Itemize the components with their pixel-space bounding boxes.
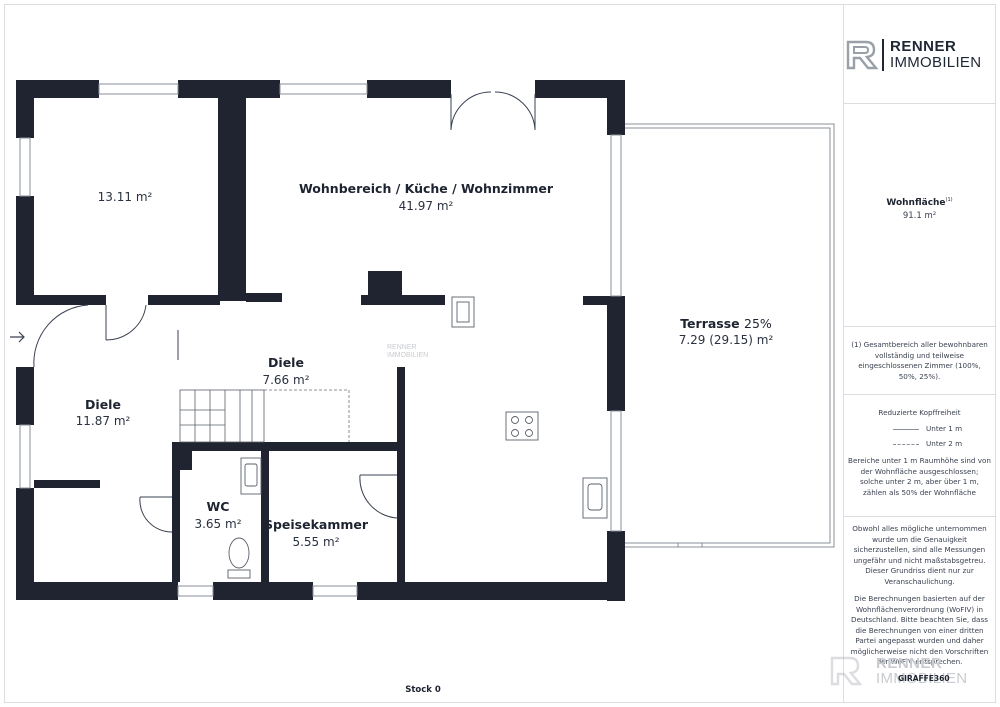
room-4-area: 7.66 m² xyxy=(262,373,310,387)
watermark-name-top: RENNER xyxy=(876,655,943,672)
room-3-name: Terrasse 25% xyxy=(680,316,772,331)
credit-label: GIRAFFE360 xyxy=(898,674,950,683)
room-3-area: 7.29 (29.15) m² xyxy=(678,333,774,347)
panel-divider xyxy=(843,394,996,395)
windows xyxy=(19,83,622,597)
reduced-headroom-line xyxy=(264,389,350,442)
room-5-name: Diele xyxy=(85,397,121,412)
panel-divider xyxy=(843,516,996,517)
walls xyxy=(16,80,625,601)
room-2-area: 41.97 m² xyxy=(398,199,454,213)
solid-line-legend-icon xyxy=(893,429,919,430)
room-4-name: Diele xyxy=(268,355,304,370)
room-6-area: 3.65 m² xyxy=(194,517,242,531)
doors xyxy=(33,91,536,533)
summary-label: Wohnfläche(1) xyxy=(886,197,953,208)
info-panel xyxy=(843,4,996,703)
panel-divider xyxy=(843,103,996,104)
disclaimer-1: Obwohl alles mögliche unternommen wurde … xyxy=(852,524,987,586)
entry-arrow-icon xyxy=(10,331,25,343)
headroom-title: Reduzierte Kopffreiheit xyxy=(878,408,961,417)
wc-sink-icon xyxy=(240,457,262,495)
fixtures xyxy=(227,296,608,579)
stove-icon xyxy=(451,296,475,328)
page-frame xyxy=(4,4,996,703)
disclaimer-2: Die Berechnungen basierten auf der Wohnf… xyxy=(850,594,989,666)
floor-plan xyxy=(10,80,835,601)
sink-icon xyxy=(582,477,608,519)
brand-name-top: RENNER xyxy=(890,38,957,55)
panel-divider xyxy=(843,326,996,327)
watermark-name-bottom: IMMOBILIEN xyxy=(876,670,968,687)
footnote-text: (1) Gesamtbereich aller bewohnbaren voll… xyxy=(851,340,988,381)
brand-logo-icon xyxy=(846,40,879,70)
watermark-logo-icon xyxy=(830,656,863,686)
room-2-name: Wohnbereich / Küche / Wohnzimmer xyxy=(298,181,554,196)
staircase xyxy=(179,389,265,443)
room-6-name: WC xyxy=(206,499,230,514)
floor-label: Stock 0 xyxy=(405,685,441,695)
terrace-outline xyxy=(625,123,835,548)
headroom-note: Bereiche unter 1 m Raumhöhe sind von der… xyxy=(848,456,991,497)
room-1-area: 13.11 m² xyxy=(97,190,153,204)
dashed-line-legend-icon xyxy=(893,444,919,445)
headroom-under-2m: Unter 2 m xyxy=(926,439,963,448)
room-5-area: 11.87 m² xyxy=(75,414,131,428)
toilet-bowl-icon xyxy=(228,537,250,569)
brand-name-bottom: IMMOBILIEN xyxy=(890,54,982,71)
headroom-under-1m: Unter 1 m xyxy=(926,424,963,433)
room-7-name: Speisekammer xyxy=(263,517,369,532)
cooktop-icon xyxy=(505,411,539,441)
summary-value: 91.1 m² xyxy=(902,211,937,221)
toilet-tank-icon xyxy=(227,569,251,579)
room-7-area: 5.55 m² xyxy=(292,535,340,549)
brand-divider xyxy=(882,39,884,71)
